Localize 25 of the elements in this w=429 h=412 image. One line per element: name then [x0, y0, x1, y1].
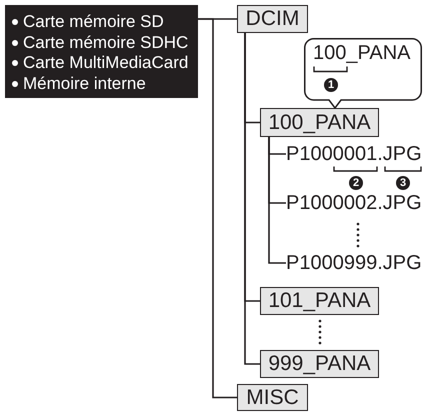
list-item-text: Carte mémoire SDHC: [23, 32, 188, 53]
file-name: P1000999.JPG: [286, 251, 422, 275]
list-item-text: Mémoire interne: [23, 74, 146, 94]
list-item-text: Carte mémoire SD: [23, 12, 164, 32]
folder-name: 999_PANA: [268, 352, 371, 376]
callout-number: 3: [396, 176, 410, 190]
folder-box: [237, 5, 308, 33]
tree-line: [268, 137, 286, 264]
tree-line: [198, 18, 237, 398]
folder-name: DCIM: [246, 7, 300, 31]
callout-number: 2: [349, 176, 363, 190]
folder-name: 100_PANA: [268, 110, 371, 134]
file-name: P1000002.JPG: [286, 191, 422, 215]
folder-name: 100_PANA: [313, 42, 410, 65]
tree-line: [244, 33, 260, 365]
file-name: P1000001.JPG: [286, 142, 422, 166]
folder-box: [237, 384, 308, 411]
folder-box: [260, 108, 379, 137]
folder-name: 101_PANA: [268, 289, 371, 313]
list-item-text: Carte MultiMediaCard: [23, 53, 188, 74]
folder-box: [260, 287, 379, 315]
storage-list-panel: [5, 5, 198, 98]
callout-bubble: [304, 38, 422, 109]
folder-name: MISC: [246, 386, 299, 410]
folder-box: [260, 350, 379, 378]
